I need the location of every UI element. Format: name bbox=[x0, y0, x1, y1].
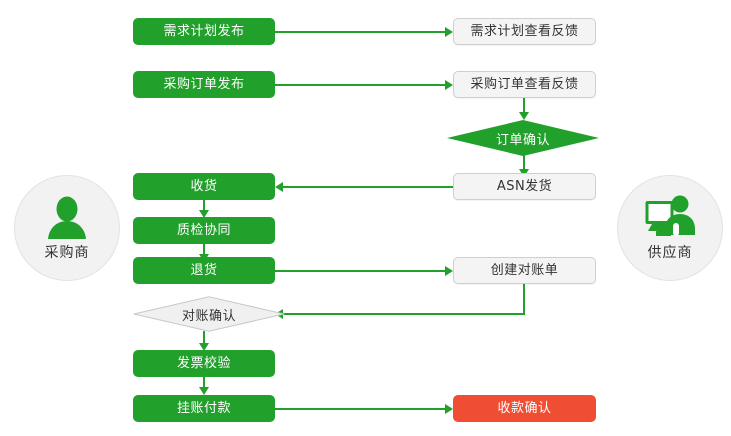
node-label: 质检协同 bbox=[176, 223, 231, 238]
node-statement-confirm[interactable]: 对账确认 bbox=[133, 296, 285, 332]
node-invoice-verify[interactable]: 发票校验 bbox=[133, 350, 275, 377]
edge-quality-to-return bbox=[203, 244, 205, 256]
node-demand-plan-publish[interactable]: 需求计划发布 bbox=[133, 18, 275, 45]
edge-asn-to-receipt bbox=[283, 186, 453, 188]
actor-label: 供应商 bbox=[647, 245, 693, 261]
node-label: 发票校验 bbox=[176, 356, 231, 371]
node-purchase-order-publish[interactable]: 采购订单发布 bbox=[133, 71, 275, 98]
edge-payment-to-receipt bbox=[275, 408, 447, 410]
node-purchase-order-feedback[interactable]: 采购订单查看反馈 bbox=[453, 71, 596, 98]
node-label: 收款确认 bbox=[497, 401, 552, 416]
node-label: 退货 bbox=[190, 263, 218, 278]
node-asn-shipment[interactable]: ASN发货 bbox=[453, 173, 596, 200]
node-label: 创建对账单 bbox=[490, 263, 559, 278]
person-computer-icon-svg bbox=[645, 195, 695, 236]
edge-purchase-order-arrow bbox=[445, 80, 453, 90]
edge-return-to-statement-arrow bbox=[445, 266, 453, 276]
node-label: 采购订单查看反馈 bbox=[470, 77, 579, 92]
edge-asn-in bbox=[523, 155, 525, 171]
node-label: 需求计划发布 bbox=[163, 24, 245, 39]
actor-buyer[interactable]: 采购商 bbox=[14, 175, 120, 281]
edge-statement-left bbox=[283, 313, 525, 315]
diamond-shape bbox=[133, 296, 285, 332]
actor-supplier[interactable]: 供应商 bbox=[617, 175, 723, 281]
edge-statement-down bbox=[523, 284, 525, 315]
actor-label: 采购商 bbox=[44, 245, 90, 261]
person-computer-icon bbox=[644, 194, 696, 240]
node-create-statement[interactable]: 创建对账单 bbox=[453, 257, 596, 284]
edge-invoice-to-payment-arrow bbox=[199, 387, 209, 395]
node-return-goods[interactable]: 退货 bbox=[133, 257, 275, 284]
edge-invoice-to-payment bbox=[203, 377, 205, 389]
node-label: ASN发货 bbox=[496, 179, 553, 194]
person-icon bbox=[41, 194, 93, 240]
node-label: 需求计划查看反馈 bbox=[470, 24, 579, 39]
edge-receipt-to-quality-arrow bbox=[199, 210, 209, 218]
edge-order-confirm-in bbox=[523, 98, 525, 114]
edge-order-confirm-in-arrow bbox=[519, 112, 529, 120]
edge-purchase-order bbox=[275, 84, 447, 86]
edge-statement-to-invoice-arrow bbox=[199, 343, 209, 351]
edge-statement-to-invoice bbox=[203, 331, 205, 345]
node-label: 采购订单发布 bbox=[163, 77, 245, 92]
edge-return-to-statement bbox=[275, 270, 447, 272]
node-quality-collaboration[interactable]: 质检协同 bbox=[133, 217, 275, 244]
edge-payment-to-receipt-arrow bbox=[445, 404, 453, 414]
node-label: 挂账付款 bbox=[176, 401, 231, 416]
node-payment-posting[interactable]: 挂账付款 bbox=[133, 395, 275, 422]
node-order-confirm[interactable]: 订单确认 bbox=[447, 120, 599, 156]
node-goods-receipt[interactable]: 收货 bbox=[133, 173, 275, 200]
edge-demand-plan bbox=[275, 31, 447, 33]
person-icon-svg bbox=[48, 196, 86, 239]
node-label: 订单确认 bbox=[495, 132, 550, 148]
node-label: 收货 bbox=[190, 179, 218, 194]
node-demand-plan-feedback[interactable]: 需求计划查看反馈 bbox=[453, 18, 596, 45]
edge-receipt-to-quality bbox=[203, 200, 205, 212]
edge-asn-to-receipt-arrow bbox=[275, 182, 283, 192]
diamond-shape bbox=[447, 120, 599, 156]
node-label: 对账确认 bbox=[181, 308, 236, 324]
edge-demand-plan-arrow bbox=[445, 27, 453, 37]
node-receipt-confirm[interactable]: 收款确认 bbox=[453, 395, 596, 422]
